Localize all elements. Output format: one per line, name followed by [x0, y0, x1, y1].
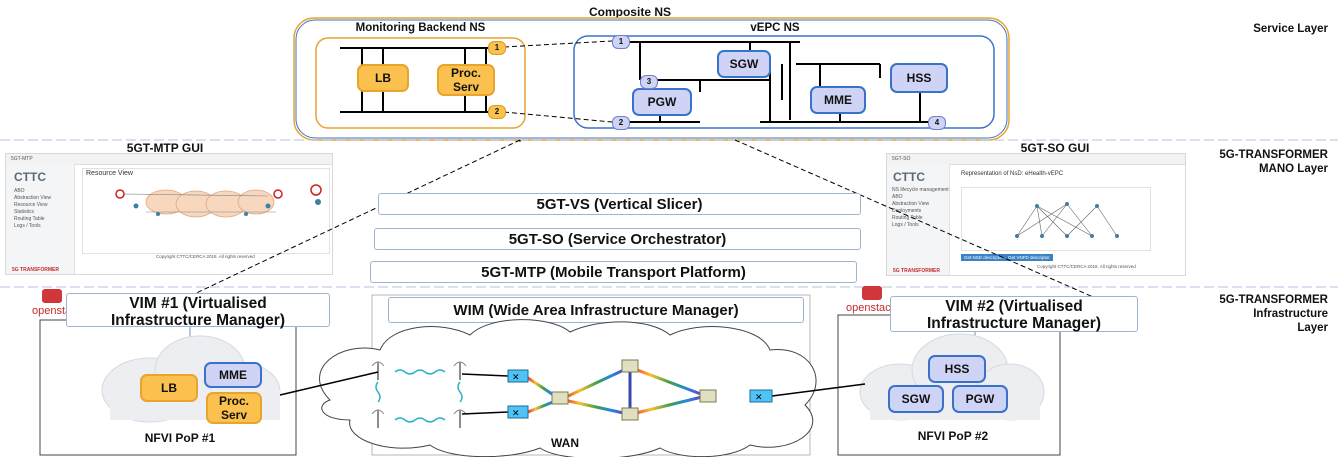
- infra-layer-label-line1: 5G-TRANSFORMER: [1219, 294, 1328, 306]
- svg-text:✕: ✕: [512, 372, 520, 382]
- mtp-gui-topbar: [6, 154, 332, 165]
- mano-layer-label-line1: 5G-TRANSFORMER: [1219, 149, 1328, 161]
- port-3-vepc: 3: [640, 75, 658, 89]
- mtp-menu-0[interactable]: ABO: [14, 188, 25, 194]
- so-get-nsd-button[interactable]: Get NSD descriptor: [961, 254, 1007, 261]
- composite-ns-title: Composite NS: [588, 5, 671, 19]
- mtp-gui-resource-view-title: Resource View: [86, 170, 133, 177]
- optical-switch-icon-3: ✕: [749, 389, 773, 403]
- mtp-menu-1[interactable]: Abstraction View: [14, 195, 52, 201]
- mtp-gui-footer: Copyright CTTC/CERCA 2018. All rights re…: [156, 254, 255, 259]
- roadm-icon-4: [699, 389, 717, 403]
- radio-tower-icon-2: [371, 409, 385, 428]
- infra-layer-label: 5G-TRANSFORMER Infrastructure Layer: [1178, 293, 1328, 335]
- so-gui-topbar: [887, 154, 1185, 165]
- mtp-menu-5[interactable]: Logs / Tools: [14, 223, 41, 229]
- vim-2-line1: VIM #2 (Virtualised: [945, 298, 1083, 315]
- monitoring-ns-title: Monitoring Backend NS: [355, 22, 486, 34]
- port-2-vepc: 2: [612, 116, 630, 130]
- so-gui-screenshot: 5GT-SO CTTC NS lifecycle management ABO …: [886, 153, 1186, 276]
- mtp-menu-4[interactable]: Routing Table: [14, 216, 45, 222]
- vim-1-line1: VIM #1 (Virtualised: [129, 295, 267, 312]
- so-menu-3[interactable]: Deployments: [892, 208, 922, 214]
- so-menu-1[interactable]: ABO: [892, 194, 903, 200]
- mtp-gui-logo: CTTC: [14, 170, 46, 184]
- mme-node[interactable]: MME: [810, 86, 866, 114]
- openstack-logo-icon-1: [42, 289, 62, 303]
- optical-switch-icon-2: ✕: [507, 405, 529, 419]
- vim-1-line2: Infrastructure Manager): [111, 312, 285, 329]
- mtp-gui-transformer-logo: 5G TRANSFORMER: [12, 267, 59, 273]
- mtp-gui-sidebar: [6, 164, 75, 274]
- service-layer-label: Service Layer: [1253, 23, 1328, 35]
- roadm-icon-1: [551, 391, 569, 405]
- optical-switch-icon-1: ✕: [507, 369, 529, 383]
- so-gui-title: 5GT-SO GUI: [1020, 141, 1090, 155]
- so-gui-heading: Representation of NsD: eHealth-vEPC: [961, 171, 1064, 177]
- port-4-vepc: 4: [928, 116, 946, 130]
- so-menu-2[interactable]: Abstraction View: [892, 201, 930, 207]
- port-2-monitoring: 2: [488, 105, 506, 119]
- pop1-lb-node[interactable]: LB: [140, 374, 198, 402]
- vepc-ns-title: vEPC NS: [750, 22, 800, 34]
- mtp-gui-brand: 5GT-MTP: [11, 156, 33, 162]
- openstack-label-2: openstack: [846, 302, 897, 314]
- wan-cloud: [319, 319, 817, 457]
- radio-tower-icon-1: [371, 361, 385, 380]
- proc-serv-node[interactable]: Proc. Serv: [437, 64, 495, 96]
- roadm-icon-3: [621, 407, 639, 421]
- mano-layer-label-line2: MANO Layer: [1258, 163, 1328, 175]
- pop1-mme-node[interactable]: MME: [204, 362, 262, 388]
- so-nsd-graph: [1015, 202, 1119, 238]
- mtp-gui-screenshot: 5GT-MTP CTTC ABO Abstraction View Resour…: [5, 153, 333, 275]
- sgw-node[interactable]: SGW: [717, 50, 771, 78]
- so-gui-logo: CTTC: [893, 170, 925, 184]
- so-menu-0[interactable]: NS lifecycle management: [892, 187, 949, 193]
- pop2-label: NFVI PoP #2: [917, 429, 989, 443]
- openstack-logo-icon-2: [862, 286, 882, 300]
- so-gui-transformer-logo: 5G TRANSFORMER: [893, 268, 940, 274]
- pgw-node[interactable]: PGW: [632, 88, 692, 116]
- so-get-vnfd-button[interactable]: Get VNFD descriptor: [1005, 254, 1053, 261]
- mobile-transport-platform-box[interactable]: 5GT-MTP (Mobile Transport Platform): [370, 261, 857, 283]
- pop2-sgw-node[interactable]: SGW: [888, 385, 944, 413]
- radio-tower-icon-4: [453, 409, 467, 428]
- service-orchestrator-box[interactable]: 5GT-SO (Service Orchestrator): [374, 228, 861, 250]
- infra-layer-label-line3: Layer: [1297, 322, 1328, 334]
- vim-1-box[interactable]: VIM #1 (Virtualised Infrastructure Manag…: [66, 293, 330, 329]
- infra-layer-label-line2: Infrastructure: [1253, 308, 1328, 320]
- vim-2-box[interactable]: VIM #2 (Virtualised Infrastructure Manag…: [890, 296, 1138, 332]
- mtp-resource-topology: [115, 184, 322, 218]
- so-gui-brand: 5GT-SO: [892, 156, 911, 162]
- pop1-proc-serv-node[interactable]: Proc. Serv: [206, 392, 262, 424]
- roadm-icon-2: [621, 359, 639, 373]
- svg-text:✕: ✕: [512, 408, 520, 418]
- vim-2-line2: Infrastructure Manager): [927, 315, 1101, 332]
- pop2-pgw-node[interactable]: PGW: [952, 385, 1008, 413]
- so-gui-graph-panel: [961, 187, 1151, 251]
- vertical-slicer-box[interactable]: 5GT-VS (Vertical Slicer): [378, 193, 861, 215]
- port-1-vepc: 1: [612, 35, 630, 49]
- mtp-menu-3[interactable]: Statistics: [14, 209, 35, 215]
- hss-node[interactable]: HSS: [890, 63, 948, 93]
- wim-box[interactable]: WIM (Wide Area Infrastructure Manager): [388, 297, 804, 323]
- pop1-label: NFVI PoP #1: [144, 431, 216, 445]
- wan-label: WAN: [551, 436, 579, 450]
- so-menu-4[interactable]: Routing Table: [892, 215, 923, 221]
- svg-text:✕: ✕: [755, 392, 763, 402]
- radio-tower-icon-3: [453, 361, 467, 380]
- mtp-gui-title: 5GT-MTP GUI: [126, 141, 204, 155]
- mano-layer-label: 5G-TRANSFORMER MANO Layer: [1180, 148, 1328, 176]
- lb-node[interactable]: LB: [357, 64, 409, 92]
- mtp-menu-2[interactable]: Resource View: [14, 202, 48, 208]
- so-menu-5[interactable]: Logs / Tools: [892, 222, 919, 228]
- port-1-monitoring: 1: [488, 41, 506, 55]
- so-gui-sidebar: [887, 164, 950, 275]
- so-gui-footer: Copyright CTTC/CERCA 2018. All rights re…: [1037, 264, 1136, 269]
- pop2-hss-node[interactable]: HSS: [928, 355, 986, 383]
